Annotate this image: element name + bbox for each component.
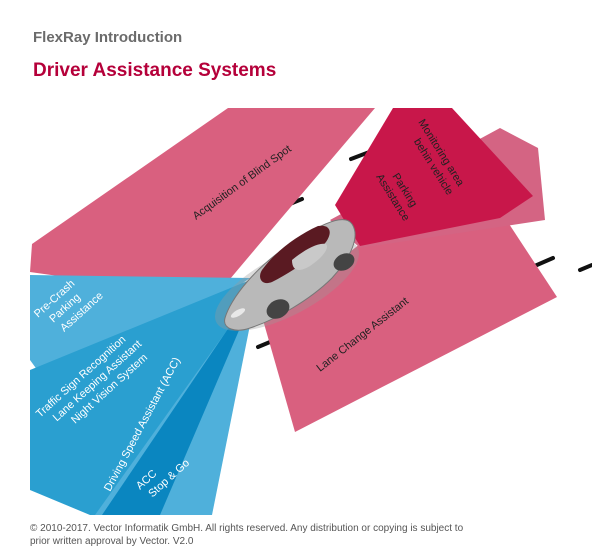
lane-mark bbox=[578, 263, 592, 272]
copyright-footer: © 2010-2017. Vector Informatik GmbH. All… bbox=[30, 522, 570, 548]
car-windshield bbox=[260, 225, 330, 284]
front-camera-zone bbox=[30, 280, 250, 515]
section-header: FlexRay Introduction bbox=[33, 29, 183, 46]
car-wheel-front bbox=[266, 299, 290, 319]
lane-change-zone bbox=[263, 195, 557, 432]
footer-line2: prior written approval by Vector. V2.0 bbox=[30, 536, 194, 547]
car-wheel-rear bbox=[333, 253, 355, 271]
blind-spot-zone bbox=[30, 108, 375, 298]
car-roof bbox=[292, 243, 328, 270]
car bbox=[214, 219, 360, 331]
monitoring-rear-zone bbox=[335, 108, 533, 246]
car-headlight bbox=[230, 308, 246, 318]
acc-beam-dark bbox=[102, 311, 246, 515]
footer-line1: © 2010-2017. Vector Informatik GmbH. All… bbox=[30, 523, 464, 534]
page-title: Driver Assistance Systems bbox=[33, 60, 277, 81]
